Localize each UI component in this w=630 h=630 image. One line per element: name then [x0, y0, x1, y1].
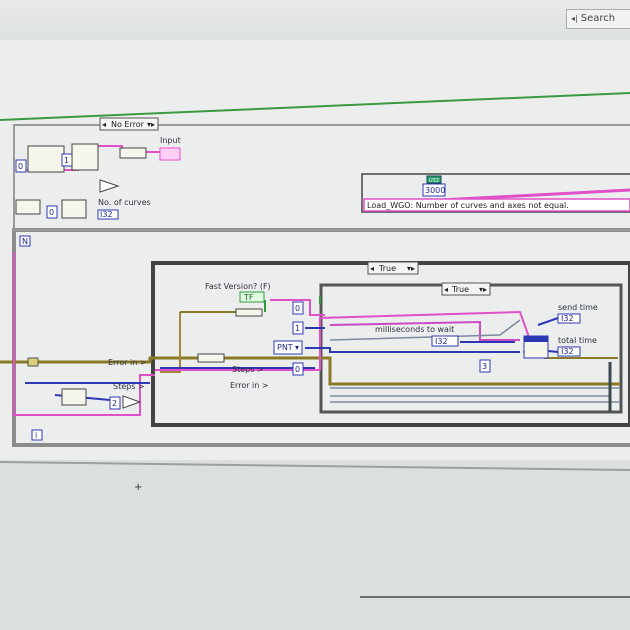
- crosshair-cursor-icon: +: [134, 482, 142, 493]
- case-label-no-error: No Error: [111, 120, 145, 129]
- svg-text:◂: ◂: [444, 285, 448, 294]
- svg-text:I32: I32: [561, 314, 574, 323]
- constant-2[interactable]: 2: [109, 396, 121, 410]
- input-label: Input: [160, 136, 181, 145]
- string-wire-inner2: [329, 320, 520, 341]
- block-diagram-panel[interactable]: [0, 40, 630, 460]
- milliseconds-to-wait-control[interactable]: I32: [431, 335, 459, 347]
- error-wire: [0, 356, 620, 386]
- total-time-label: total time: [558, 336, 597, 345]
- svg-text:PNT: PNT: [277, 343, 293, 352]
- svg-text:◂: ◂: [102, 120, 106, 129]
- search-label: Search: [580, 13, 616, 24]
- constant-1-b[interactable]: 1: [292, 321, 304, 335]
- milliseconds-to-wait-label: milliseconds to wait: [375, 325, 454, 334]
- input-indicator[interactable]: [159, 147, 181, 161]
- svg-text:2: 2: [112, 399, 117, 408]
- case-structure-no-error[interactable]: [13, 124, 630, 231]
- search-box[interactable]: ◂|Search: [566, 9, 630, 29]
- svg-text:I32: I32: [561, 347, 574, 356]
- svg-text:0: 0: [18, 162, 23, 171]
- svg-text:N: N: [22, 237, 28, 246]
- send-time-label: send time: [558, 303, 598, 312]
- constant-0-d[interactable]: 0: [292, 362, 304, 376]
- fast-version-control[interactable]: TF: [239, 291, 265, 303]
- reference-wires: [329, 319, 620, 403]
- svg-text:I32: I32: [435, 337, 448, 346]
- pnt-enum-constant[interactable]: PNT ▾: [273, 340, 303, 355]
- case-label-true-outer: True: [378, 264, 396, 273]
- multiply-node[interactable]: [122, 395, 142, 409]
- steps-label-left: Steps >: [113, 382, 145, 391]
- index-array-node-4[interactable]: [61, 388, 87, 406]
- constant-1[interactable]: 1: [61, 153, 73, 167]
- constant-0-c[interactable]: 0: [292, 301, 304, 315]
- index-array-node-2[interactable]: [71, 143, 99, 171]
- error-tunnel[interactable]: [27, 357, 39, 367]
- numeric-wire-pnt: [305, 347, 520, 353]
- svg-text:▾: ▾: [295, 343, 299, 352]
- case-selector-true-inner[interactable]: ◂ True ▾▸: [441, 282, 491, 296]
- svg-text:0: 0: [295, 304, 300, 313]
- constant-0-a[interactable]: 0: [15, 159, 27, 173]
- no-of-curves-indicator[interactable]: I32: [97, 209, 119, 220]
- svg-text:0: 0: [49, 208, 54, 217]
- svg-text:▾▸: ▾▸: [407, 264, 415, 273]
- svg-text:U32: U32: [429, 178, 439, 184]
- svg-text:3: 3: [482, 362, 487, 371]
- top-wire: [0, 92, 630, 121]
- case-label-true-inner: True: [451, 285, 469, 294]
- u32-terminal[interactable]: U32: [426, 175, 442, 184]
- error-message-constant[interactable]: Load_WGO: Number of curves and axes not …: [363, 198, 630, 212]
- panel-divider: [0, 461, 630, 471]
- bundle-node-mid[interactable]: [197, 353, 225, 363]
- svg-text:▾▸: ▾▸: [479, 285, 487, 294]
- error-wire-branch: [160, 312, 181, 373]
- svg-text:3000: 3000: [425, 186, 445, 195]
- steps-label-mid: Steps >: [232, 365, 264, 374]
- increment-node[interactable]: [99, 179, 120, 193]
- constant-3[interactable]: 3: [479, 359, 491, 373]
- search-dropdown-icon[interactable]: ◂|: [571, 14, 578, 23]
- error-in-label-left: Error in >: [108, 358, 147, 367]
- svg-text:I32: I32: [100, 210, 113, 219]
- bool-wire: [264, 296, 321, 312]
- string-wire-inner: [155, 310, 531, 371]
- svg-text:1: 1: [295, 324, 300, 333]
- svg-text:◂: ◂: [370, 264, 374, 273]
- array-size-node[interactable]: [15, 199, 41, 215]
- constant-0-b[interactable]: 0: [46, 205, 58, 219]
- loop-iteration-terminal[interactable]: i: [31, 429, 43, 441]
- string-wire-left: [13, 252, 155, 416]
- svg-text:0: 0: [295, 365, 300, 374]
- toolbar: ◂|Search: [0, 0, 630, 41]
- total-time-indicator[interactable]: I32: [557, 346, 581, 357]
- svg-text:1: 1: [64, 156, 69, 165]
- lower-panel: [0, 460, 630, 630]
- fast-version-label: Fast Version? (F): [205, 282, 271, 291]
- numeric-wire-send: [537, 317, 559, 326]
- error-in-label-mid: Error in >: [230, 381, 269, 390]
- case-selector-no-error[interactable]: ◂ No Error ▾▸: [99, 117, 159, 131]
- array-subset-node[interactable]: [119, 147, 147, 159]
- case-selector-true-outer[interactable]: ◂ True ▾▸: [367, 261, 419, 275]
- string-wire-top: [270, 299, 325, 316]
- constant-3000[interactable]: 3000: [422, 183, 446, 197]
- svg-text:TF: TF: [243, 293, 254, 302]
- index-array-node-1[interactable]: [27, 145, 65, 173]
- no-of-curves-label: No. of curves: [98, 198, 151, 207]
- svg-text:i: i: [35, 431, 37, 440]
- send-time-indicator[interactable]: I32: [557, 313, 581, 324]
- svg-text:Load_WGO: Number of curves and: Load_WGO: Number of curves and axes not …: [367, 201, 569, 210]
- bundle-node-top[interactable]: [235, 308, 263, 317]
- error-case-frame[interactable]: [361, 173, 630, 213]
- index-array-node-3[interactable]: [61, 199, 87, 219]
- loop-count-terminal[interactable]: N: [19, 235, 31, 247]
- write-subvi-header: [524, 336, 548, 342]
- svg-text:▾▸: ▾▸: [147, 120, 155, 129]
